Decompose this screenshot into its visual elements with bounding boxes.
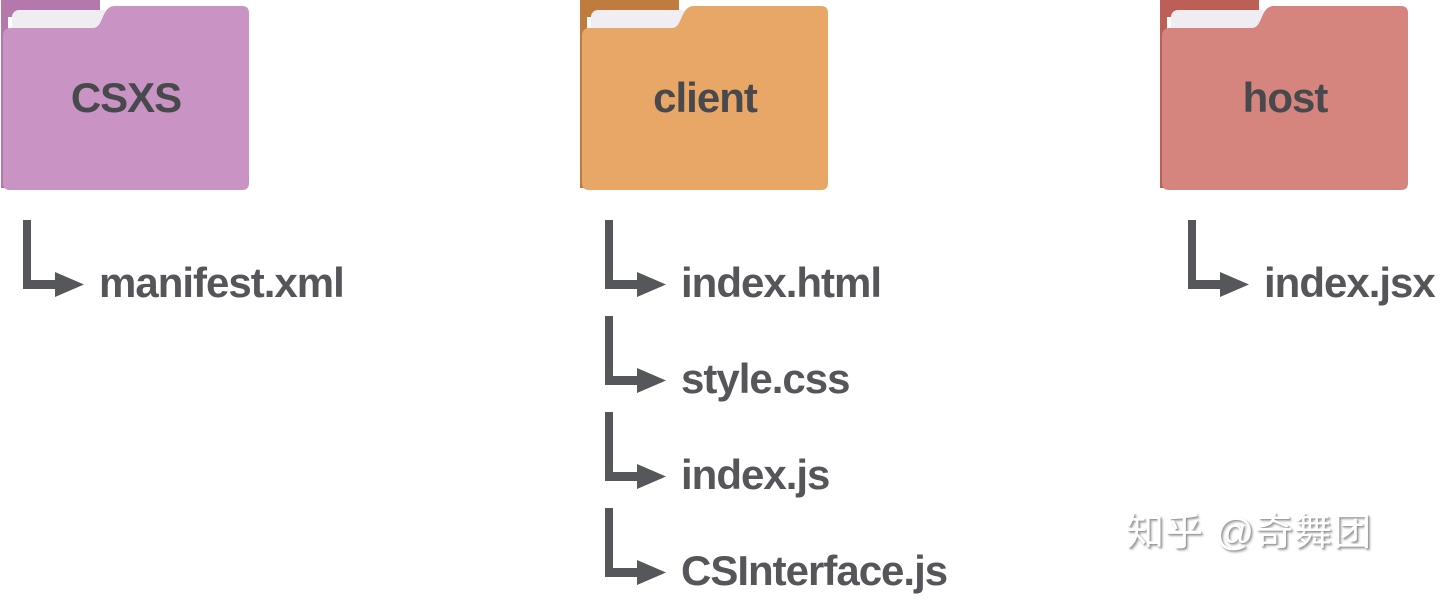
file-list-host: index.jsx [1188,220,1440,306]
file-row: style.css [605,316,1125,402]
tree-branch-arrow-icon [605,412,666,489]
file-label: manifest.xml [99,259,345,307]
folder-label-csxs: CSXS [70,74,182,121]
folder-icon [1160,0,1408,190]
file-row: index.js [605,412,1125,498]
tree-branch-arrow-icon [605,508,666,585]
tree-branch-arrow-icon [605,316,666,393]
folder-front [582,6,828,190]
folder-host: host [1158,0,1410,192]
file-row: index.html [605,220,1125,306]
folder-front [1162,6,1408,190]
file-list-csxs: manifest.xml [23,220,543,306]
folder-front [3,6,249,190]
file-label: index.jsx [1264,259,1436,307]
folder-label-client: client [653,74,758,121]
file-label: index.html [681,259,882,307]
zhihu-watermark: 知乎 @奇舞团 [1126,512,1373,554]
file-label: index.js [681,451,830,499]
tree-branch-arrow-icon [1188,220,1249,297]
file-label: CSInterface.js [681,547,948,595]
file-row: index.jsx [1188,220,1440,306]
file-row: CSInterface.js [605,508,1125,594]
tree-branch-arrow-icon [605,220,666,297]
file-row: manifest.xml [23,220,543,306]
file-label: style.css [681,355,850,403]
folder-label-host: host [1242,74,1329,121]
tree-branch-arrow-icon [23,220,84,297]
folder-csxs: CSXS [0,0,251,192]
folder-icon [1,0,249,190]
folder-icon [580,0,828,190]
file-list-client: index.html style.css index.js [605,220,1125,594]
folder-client: client [578,0,830,192]
